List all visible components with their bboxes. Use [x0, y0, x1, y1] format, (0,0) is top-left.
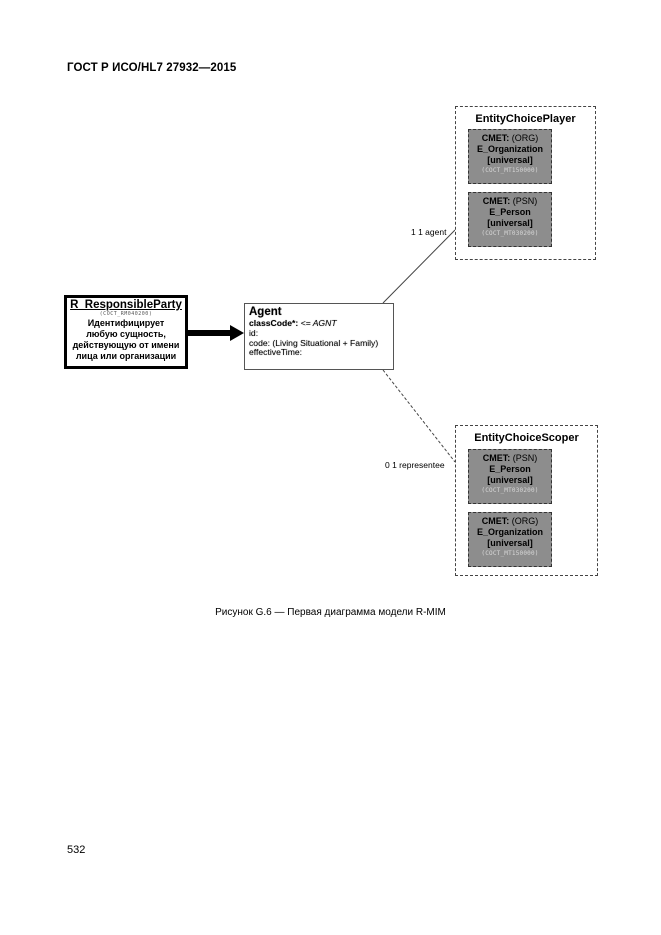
figure-caption: Рисунок G.6 — Первая диаграмма модели R-…	[215, 607, 446, 618]
class-code-value: <= AGNT	[300, 318, 337, 328]
agent-scoper-connector	[382, 369, 456, 463]
agent-class-box: Agent classCode*: <= AGNT id: code: (Liv…	[244, 303, 394, 370]
responsible-party-code: (COCT_RM040200)	[99, 311, 153, 317]
cmet-scope: [universal]	[487, 155, 533, 165]
cmet-label-line: CMET: (PSN)	[469, 453, 551, 464]
responsible-party-arrowhead	[230, 325, 244, 341]
agent-relationship-label: 1 1 agent	[411, 227, 447, 237]
description-line: лица или организации	[75, 351, 177, 361]
cmet-label-line: CMET: (PSN)	[469, 196, 551, 207]
cmet-kind: (PSN)	[512, 453, 538, 463]
cmet-organization-box: CMET: (ORG) E_Organization [universal] (…	[468, 129, 552, 184]
cmet-person-box: CMET: (PSN) E_Person [universal] (COCT_M…	[468, 192, 552, 247]
agent-effective-time-attr: effectiveTime:	[249, 347, 303, 358]
entity-choice-scoper-title: EntityChoiceScoper	[474, 432, 579, 444]
cmet-organization-box: CMET: (ORG) E_Organization [universal] (…	[468, 512, 552, 567]
cmet-name: E_Organization	[476, 527, 543, 537]
description-line: Идентифицирует	[87, 318, 165, 328]
cmet-name: E_Organization	[476, 144, 543, 154]
description-line: любую сущность,	[86, 329, 166, 339]
cmet-scope: [universal]	[487, 538, 533, 548]
page-number: 532	[67, 844, 86, 856]
responsible-party-box: R_ResponsibleParty (COCT_RM040200) Идент…	[64, 295, 188, 369]
cmet-name: E_Person	[489, 464, 531, 474]
entity-choice-player-box: EntityChoicePlayer CMET: (ORG) E_Organiz…	[455, 106, 596, 260]
entity-choice-player-title: EntityChoicePlayer	[475, 113, 576, 125]
cmet-kind: (ORG)	[511, 516, 539, 526]
cmet-code: (COCT_MT030200)	[481, 230, 539, 237]
cmet-label-line: CMET: (ORG)	[469, 133, 551, 144]
cmet-label: CMET:	[482, 453, 511, 463]
agent-class-code: classCode*: <= AGNT	[249, 318, 389, 329]
cmet-name: E_Person	[489, 207, 531, 217]
class-code-label: classCode*:	[249, 318, 299, 328]
agent-id-attr: id:	[249, 327, 259, 338]
cmet-label-line: CMET: (ORG)	[469, 516, 551, 527]
cmet-scope: [universal]	[487, 475, 533, 485]
agent-player-connector	[382, 229, 456, 304]
cmet-label: CMET:	[481, 133, 510, 143]
entity-choice-scoper-box: EntityChoiceScoper CMET: (PSN) E_Person …	[455, 425, 598, 576]
cmet-code: (COCT_MT150000)	[481, 167, 539, 174]
cmet-kind: (ORG)	[511, 133, 539, 143]
responsible-party-description: Идентифицирует любую сущность, действующ…	[67, 318, 185, 362]
agent-title: Agent	[249, 306, 282, 318]
description-line: действующую от имени	[72, 340, 180, 350]
cmet-scope: [universal]	[487, 218, 533, 228]
cmet-code: (COCT_MT150000)	[481, 550, 539, 557]
representee-relationship-label: 0 1 representee	[385, 460, 445, 470]
cmet-code: (COCT_MT030200)	[481, 487, 539, 494]
agent-code-attr: code: (Living Situational + Family)	[249, 337, 379, 348]
cmet-person-box: CMET: (PSN) E_Person [universal] (COCT_M…	[468, 449, 552, 504]
cmet-label: CMET:	[481, 516, 510, 526]
cmet-label: CMET:	[482, 196, 511, 206]
cmet-kind: (PSN)	[512, 196, 538, 206]
document-header: ГОСТ Р ИСО/HL7 27932—2015	[67, 62, 237, 74]
responsible-party-title: R_ResponsibleParty	[70, 299, 182, 311]
